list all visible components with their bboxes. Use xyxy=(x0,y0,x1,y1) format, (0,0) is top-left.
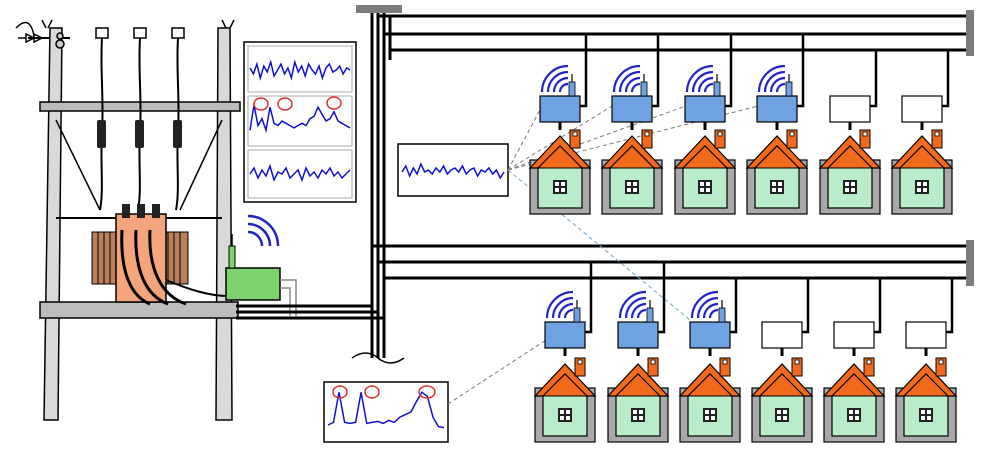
wireless-signal-icon xyxy=(545,290,574,319)
wireless-signal-icon xyxy=(247,214,280,247)
house-icon xyxy=(894,357,958,443)
smart-meter-icon xyxy=(684,34,733,130)
wireless-signal-icon xyxy=(612,64,641,93)
distribution-transformer-icon xyxy=(91,204,229,306)
smart-meter-icon xyxy=(544,262,593,356)
house-icon xyxy=(533,357,597,443)
peak-markers xyxy=(332,385,436,399)
smart-meter-icon xyxy=(611,34,660,130)
meter-box-icon xyxy=(761,278,810,356)
house-icon xyxy=(528,129,592,215)
bottom-bus-end-cap xyxy=(966,240,974,286)
house-icon xyxy=(818,129,882,215)
top-bus-end-cap xyxy=(966,10,974,56)
smart-meter-icon xyxy=(539,34,588,130)
house-icon xyxy=(600,129,664,215)
smart-meter-icon xyxy=(689,278,738,356)
utility-pole-structure xyxy=(15,19,241,421)
wireless-signal-icon xyxy=(685,64,714,93)
signal-panel-bottom xyxy=(323,381,449,443)
meter-box-icon xyxy=(901,50,950,130)
signal-panel-stack xyxy=(243,41,357,203)
waveform-icon xyxy=(249,163,351,183)
waveform-icon xyxy=(249,104,351,134)
feeder-lines xyxy=(236,10,972,358)
waveform-icon xyxy=(401,162,505,180)
platform xyxy=(39,301,239,319)
wireless-signal-icon xyxy=(690,290,719,319)
wireless-signal-icon xyxy=(540,64,569,93)
house-icon xyxy=(606,357,670,443)
house-icon xyxy=(678,357,742,443)
left-pole xyxy=(43,27,63,421)
house-icon xyxy=(822,357,886,443)
peak-markers xyxy=(253,96,342,111)
wireless-signal-icon xyxy=(757,64,786,93)
meter-box-icon xyxy=(905,278,954,356)
meter-box-icon xyxy=(833,278,882,356)
houses-group xyxy=(528,34,958,443)
signal-panel-center xyxy=(397,143,509,197)
fuse-cutouts xyxy=(97,120,182,148)
house-icon xyxy=(745,129,809,215)
right-pole xyxy=(215,27,233,421)
house-icon xyxy=(673,129,737,215)
house-icon xyxy=(890,129,954,215)
meter-box-icon xyxy=(829,50,878,130)
smart-meter-icon xyxy=(617,262,666,356)
top-insulators xyxy=(95,27,185,39)
transformer-tank xyxy=(115,213,167,303)
concentrator-gateway-icon xyxy=(225,214,297,316)
top-feeder-cap xyxy=(356,5,402,13)
smart-meter-icon xyxy=(756,34,805,130)
waveform-icon xyxy=(327,391,445,429)
wireless-signal-icon xyxy=(618,290,647,319)
radiator-left xyxy=(91,231,119,285)
house-icon xyxy=(750,357,814,443)
waveform-icon xyxy=(249,59,351,81)
top-fittings xyxy=(41,19,235,49)
cable-break-symbol xyxy=(351,352,405,364)
